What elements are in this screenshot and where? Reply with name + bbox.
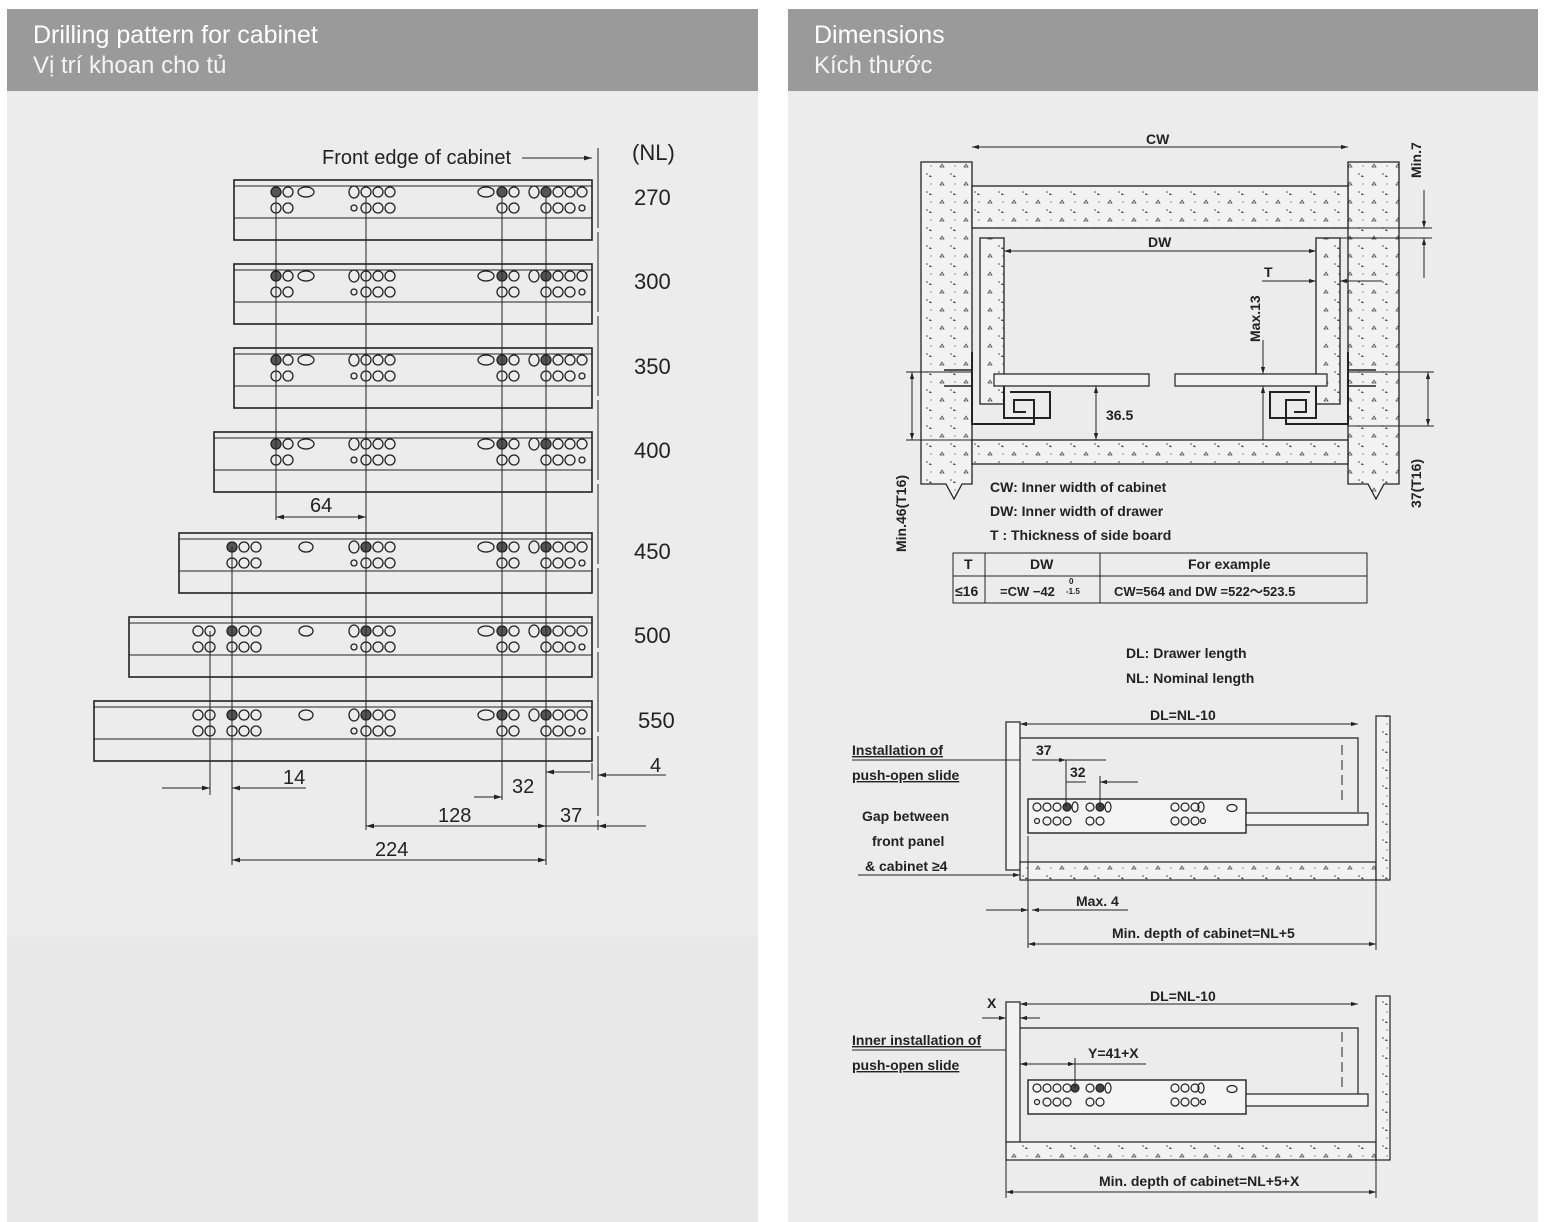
legend-t: T : Thickness of side board bbox=[990, 527, 1171, 543]
slide-rail-500 bbox=[128, 616, 593, 678]
definition-dl: DL: Drawer length bbox=[1126, 645, 1247, 661]
dim-37-label: 37 bbox=[560, 805, 582, 827]
min7-label: Min.7 bbox=[1408, 142, 1424, 178]
table-cell-dw-sup: 0 bbox=[1069, 577, 1074, 586]
side-view-inner-install bbox=[1005, 995, 1391, 1161]
t-label: T bbox=[1264, 264, 1273, 280]
definition-nl: NL: Nominal length bbox=[1126, 670, 1254, 686]
panel-subtitle: Vị trí khoan cho tủ bbox=[33, 52, 227, 79]
panel-header: Dimensions Kích thước bbox=[788, 9, 1538, 91]
nl-label-450: 450 bbox=[634, 539, 671, 564]
cw-label: CW bbox=[1146, 131, 1170, 147]
min-depth-label-2: Min. depth of cabinet=NL+5+X bbox=[1099, 1173, 1300, 1189]
panel-subtitle: Kích thước bbox=[814, 52, 933, 79]
table-cell-t: ≤16 bbox=[955, 583, 978, 599]
nl-label-270: 270 bbox=[634, 185, 671, 210]
dim-365-label: 36.5 bbox=[1106, 407, 1133, 423]
dim-64-label: 64 bbox=[310, 495, 332, 517]
legend-cw: CW: Inner width of cabinet bbox=[990, 479, 1167, 495]
nl-header: (NL) bbox=[632, 140, 675, 165]
nl-label-400: 400 bbox=[634, 438, 671, 463]
gap-label-line1: Gap between bbox=[862, 808, 949, 824]
max13-label: Max.13 bbox=[1247, 295, 1263, 342]
dim-224-label: 224 bbox=[375, 839, 408, 861]
dim-32-side-label: 32 bbox=[1070, 764, 1086, 780]
slide-rail-450 bbox=[178, 532, 593, 594]
table-cell-example: CW=564 and DW =522～523.5 bbox=[1114, 584, 1295, 599]
gap-label-line3: & cabinet ≥4 bbox=[865, 858, 948, 874]
drill-reference-lines bbox=[209, 197, 547, 865]
hole-pattern-270 bbox=[270, 185, 588, 214]
dim-32-label: 32 bbox=[512, 776, 534, 798]
dim-4-label: 4 bbox=[650, 755, 661, 777]
install-label-line1: Installation of bbox=[852, 742, 943, 758]
table-header-dw: DW bbox=[1030, 556, 1054, 572]
table-cell-dw: =CW −42 bbox=[1000, 584, 1055, 599]
dw-table bbox=[952, 552, 1368, 604]
dim-37-side-label: 37 bbox=[1036, 742, 1052, 758]
min46-label: Min.46(T16) bbox=[893, 475, 909, 552]
panel-background bbox=[7, 937, 758, 1222]
nl-label-350: 350 bbox=[634, 354, 671, 379]
gap-label-line2: front panel bbox=[872, 833, 944, 849]
min-depth-label-1: Min. depth of cabinet=NL+5 bbox=[1112, 925, 1295, 941]
slide-rail-550 bbox=[93, 700, 593, 762]
dim-128-label: 128 bbox=[438, 805, 471, 827]
inner-install-label-line1: Inner installation of bbox=[852, 1032, 981, 1048]
install-label-line2: push-open slide bbox=[852, 767, 960, 783]
hole-pattern-300 bbox=[270, 269, 588, 298]
nl-label-500: 500 bbox=[634, 623, 671, 648]
dl-label-1: DL=NL-10 bbox=[1150, 707, 1216, 723]
panel-title: Drilling pattern for cabinet bbox=[33, 21, 318, 49]
cabinet-cross-section bbox=[920, 161, 1400, 501]
dl-label-2: DL=NL-10 bbox=[1150, 988, 1216, 1004]
dw-label: DW bbox=[1148, 234, 1172, 250]
slide-rail-400 bbox=[213, 431, 593, 493]
table-header-example: For example bbox=[1188, 556, 1271, 572]
front-edge-label: Front edge of cabinet bbox=[322, 147, 511, 169]
table-cell-dw-sub: -1.5 bbox=[1066, 587, 1080, 596]
dim-14-label: 14 bbox=[283, 767, 305, 789]
panel-header: Drilling pattern for cabinet Vị trí khoa… bbox=[7, 9, 758, 91]
nl-label-300: 300 bbox=[634, 269, 671, 294]
table-header-t: T bbox=[964, 556, 973, 572]
max4-label: Max. 4 bbox=[1076, 893, 1119, 909]
legend-dw: DW: Inner width of drawer bbox=[990, 503, 1164, 519]
x-label: X bbox=[987, 995, 997, 1011]
nl-label-550: 550 bbox=[638, 708, 675, 733]
side-view-push-open bbox=[1005, 715, 1391, 881]
panel-title: Dimensions bbox=[814, 21, 945, 49]
dim-37t16-label: 37(T16) bbox=[1408, 459, 1424, 508]
y-label: Y=41+X bbox=[1088, 1045, 1139, 1061]
inner-install-label-line2: push-open slide bbox=[852, 1057, 960, 1073]
